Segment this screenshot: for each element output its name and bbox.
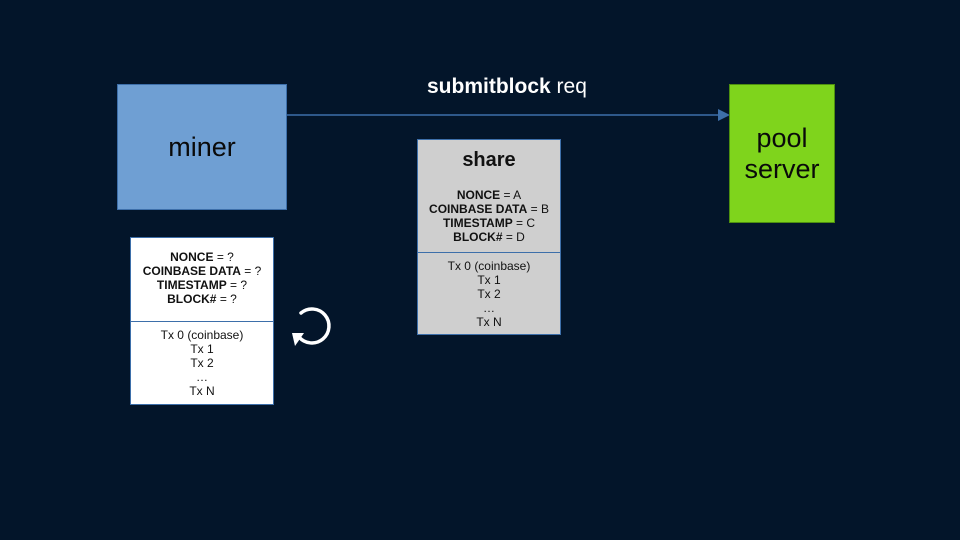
tx-item: Tx 0 (coinbase) xyxy=(447,259,531,273)
tx-item: … xyxy=(196,370,208,384)
share-field-nonce: NONCE = A xyxy=(456,188,522,202)
block-template-header: NONCE = ? COINBASE DATA = ? TIMESTAMP = … xyxy=(131,238,273,321)
refresh-loop-icon xyxy=(292,307,331,346)
miner-node: miner xyxy=(117,84,287,210)
share-title: share xyxy=(462,149,516,171)
tx-item: Tx N xyxy=(476,315,502,329)
tx-item: … xyxy=(483,301,495,315)
tx-item: Tx N xyxy=(189,384,215,398)
tx-item: Tx 1 xyxy=(190,342,214,356)
template-field-timestamp: TIMESTAMP = ? xyxy=(156,278,248,292)
share-field-timestamp: TIMESTAMP = C xyxy=(442,216,536,230)
share-txs: Tx 0 (coinbase) Tx 1 Tx 2 … Tx N xyxy=(418,253,560,329)
arrow-label-command: submitblock xyxy=(427,75,551,98)
template-field-nonce: NONCE = ? xyxy=(170,250,234,264)
arrow-label: submitblock req xyxy=(427,75,587,99)
share-header: NONCE = A COINBASE DATA = B TIMESTAMP = … xyxy=(418,170,560,252)
arrow-label-rest: req xyxy=(550,75,587,98)
share-divider xyxy=(418,252,560,253)
share-field-block: BLOCK# = D xyxy=(453,230,525,244)
tx-item: Tx 2 xyxy=(477,287,501,301)
tx-item: Tx 2 xyxy=(190,356,214,370)
miner-label: miner xyxy=(168,131,236,162)
pool-server-node: pool server xyxy=(729,84,835,223)
tx-item: Tx 1 xyxy=(477,273,501,287)
block-template-divider xyxy=(131,321,273,322)
template-field-block: BLOCK# = ? xyxy=(167,292,237,306)
share-field-coinbase: COINBASE DATA = B xyxy=(429,202,549,216)
block-template-txs: Tx 0 (coinbase) Tx 1 Tx 2 … Tx N xyxy=(131,322,273,398)
block-template: NONCE = ? COINBASE DATA = ? TIMESTAMP = … xyxy=(130,237,274,405)
pool-label-line2: server xyxy=(744,153,820,184)
pool-label-line1: pool xyxy=(756,122,808,153)
share-block: share NONCE = A COINBASE DATA = B TIMEST… xyxy=(417,139,561,335)
tx-item: Tx 0 (coinbase) xyxy=(160,328,244,342)
template-field-coinbase: COINBASE DATA = ? xyxy=(142,264,262,278)
